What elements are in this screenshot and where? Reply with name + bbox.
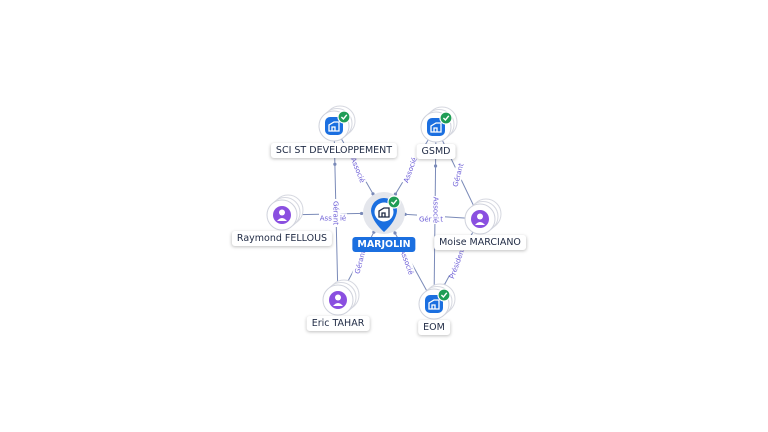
node-label-sci[interactable]: SCI ST DEVELOPPEMENT (270, 143, 398, 158)
check-mark (440, 292, 448, 299)
edge-label-bg (352, 247, 368, 277)
edge-label: Gérant (419, 216, 443, 224)
node-label-gsmd[interactable]: GSMD (416, 144, 456, 159)
edge-label: Associé (349, 156, 366, 184)
building-icon (328, 121, 340, 132)
person-icon-head (335, 294, 341, 301)
node-label-eric[interactable]: Eric TAHAR (306, 316, 370, 331)
edge-arrow (393, 231, 397, 235)
edge-arrow (393, 192, 398, 196)
verified-check-icon (439, 111, 453, 125)
check-mark (442, 115, 450, 122)
edge-label-bg (417, 214, 445, 224)
building-icon (378, 207, 390, 218)
edge-label: Gérant (354, 249, 368, 275)
center-node-label[interactable]: MARJOLIN (352, 237, 416, 252)
node-label-eom[interactable]: EOM (418, 320, 450, 335)
edge-label-bg (348, 155, 368, 185)
person-icon-body (333, 303, 343, 306)
node-label-moise[interactable]: Moise MARCIANO (434, 235, 526, 250)
edge-label: Associé (432, 197, 440, 223)
building-icon (428, 299, 440, 310)
edge-arrow (433, 164, 438, 168)
edge-label-bg (397, 247, 417, 277)
edge-label: Associé (398, 248, 415, 276)
verified-check-icon (437, 288, 451, 302)
building-icon (430, 122, 442, 133)
edge-label-bg (400, 155, 420, 185)
edge-label-bg (431, 196, 441, 224)
verified-check-icon (337, 110, 351, 124)
edge-label: Président (448, 246, 467, 280)
edge-label: Gérant (332, 201, 340, 225)
person-icon-head (279, 209, 285, 216)
verified-check-icon (387, 195, 401, 209)
nodes-layer (266, 105, 502, 320)
person-icon-body (277, 218, 287, 221)
check-mark (390, 199, 398, 206)
person-icon-head (477, 213, 483, 220)
edge-label-bg (331, 199, 341, 227)
edge-label-bg (450, 160, 466, 190)
person-icon-body (475, 222, 485, 225)
edge-label-bg (447, 248, 467, 278)
edge-arrow (359, 211, 364, 216)
check-mark (340, 114, 348, 121)
edge-arrow (333, 162, 337, 166)
node-label-raymond[interactable]: Raymond FELLOUS (231, 231, 333, 246)
edge-label: Associé (402, 156, 419, 184)
